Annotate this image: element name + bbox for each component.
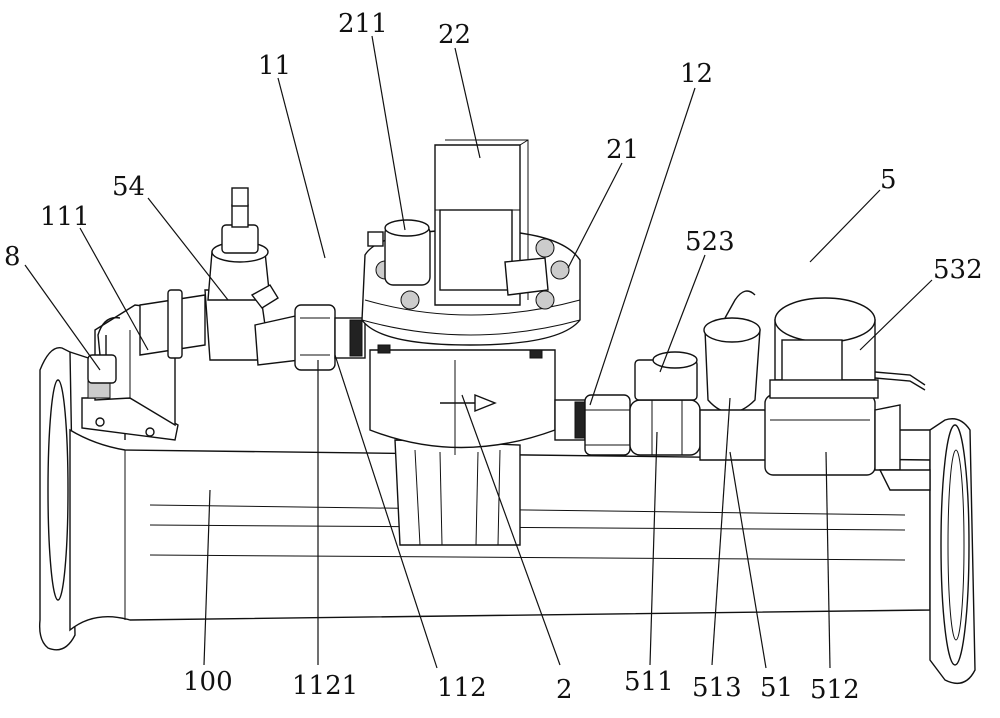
- label-1121: 1121: [292, 671, 358, 701]
- label-111: 111: [40, 202, 90, 232]
- label-8: 8: [4, 242, 21, 272]
- leader-lines: [24, 35, 933, 669]
- right-bypass: [554, 290, 931, 491]
- left-bypass: [139, 187, 366, 371]
- lower-housing: [394, 439, 521, 546]
- label-512: 512: [810, 675, 860, 705]
- side-fitting-21: [504, 257, 549, 296]
- label-532: 532: [933, 255, 983, 285]
- actuator-box-22: [434, 139, 529, 306]
- label-21: 21: [606, 135, 639, 165]
- label-5: 5: [880, 165, 897, 195]
- reference-labels: 8 111 54 11 211 22 21 12 5 523 532 100 1…: [4, 9, 983, 705]
- label-112: 112: [437, 673, 487, 703]
- label-51: 51: [760, 673, 793, 703]
- label-22: 22: [438, 20, 471, 50]
- label-523: 523: [685, 227, 735, 257]
- label-2: 2: [556, 675, 573, 705]
- solenoid-211: [367, 219, 431, 286]
- label-100: 100: [183, 667, 233, 697]
- label-12: 12: [680, 59, 713, 89]
- label-211: 211: [338, 9, 388, 39]
- label-511: 511: [624, 667, 674, 697]
- label-11: 11: [258, 51, 291, 81]
- actuator-body: [369, 349, 556, 455]
- label-513: 513: [692, 673, 742, 703]
- label-54: 54: [112, 172, 145, 202]
